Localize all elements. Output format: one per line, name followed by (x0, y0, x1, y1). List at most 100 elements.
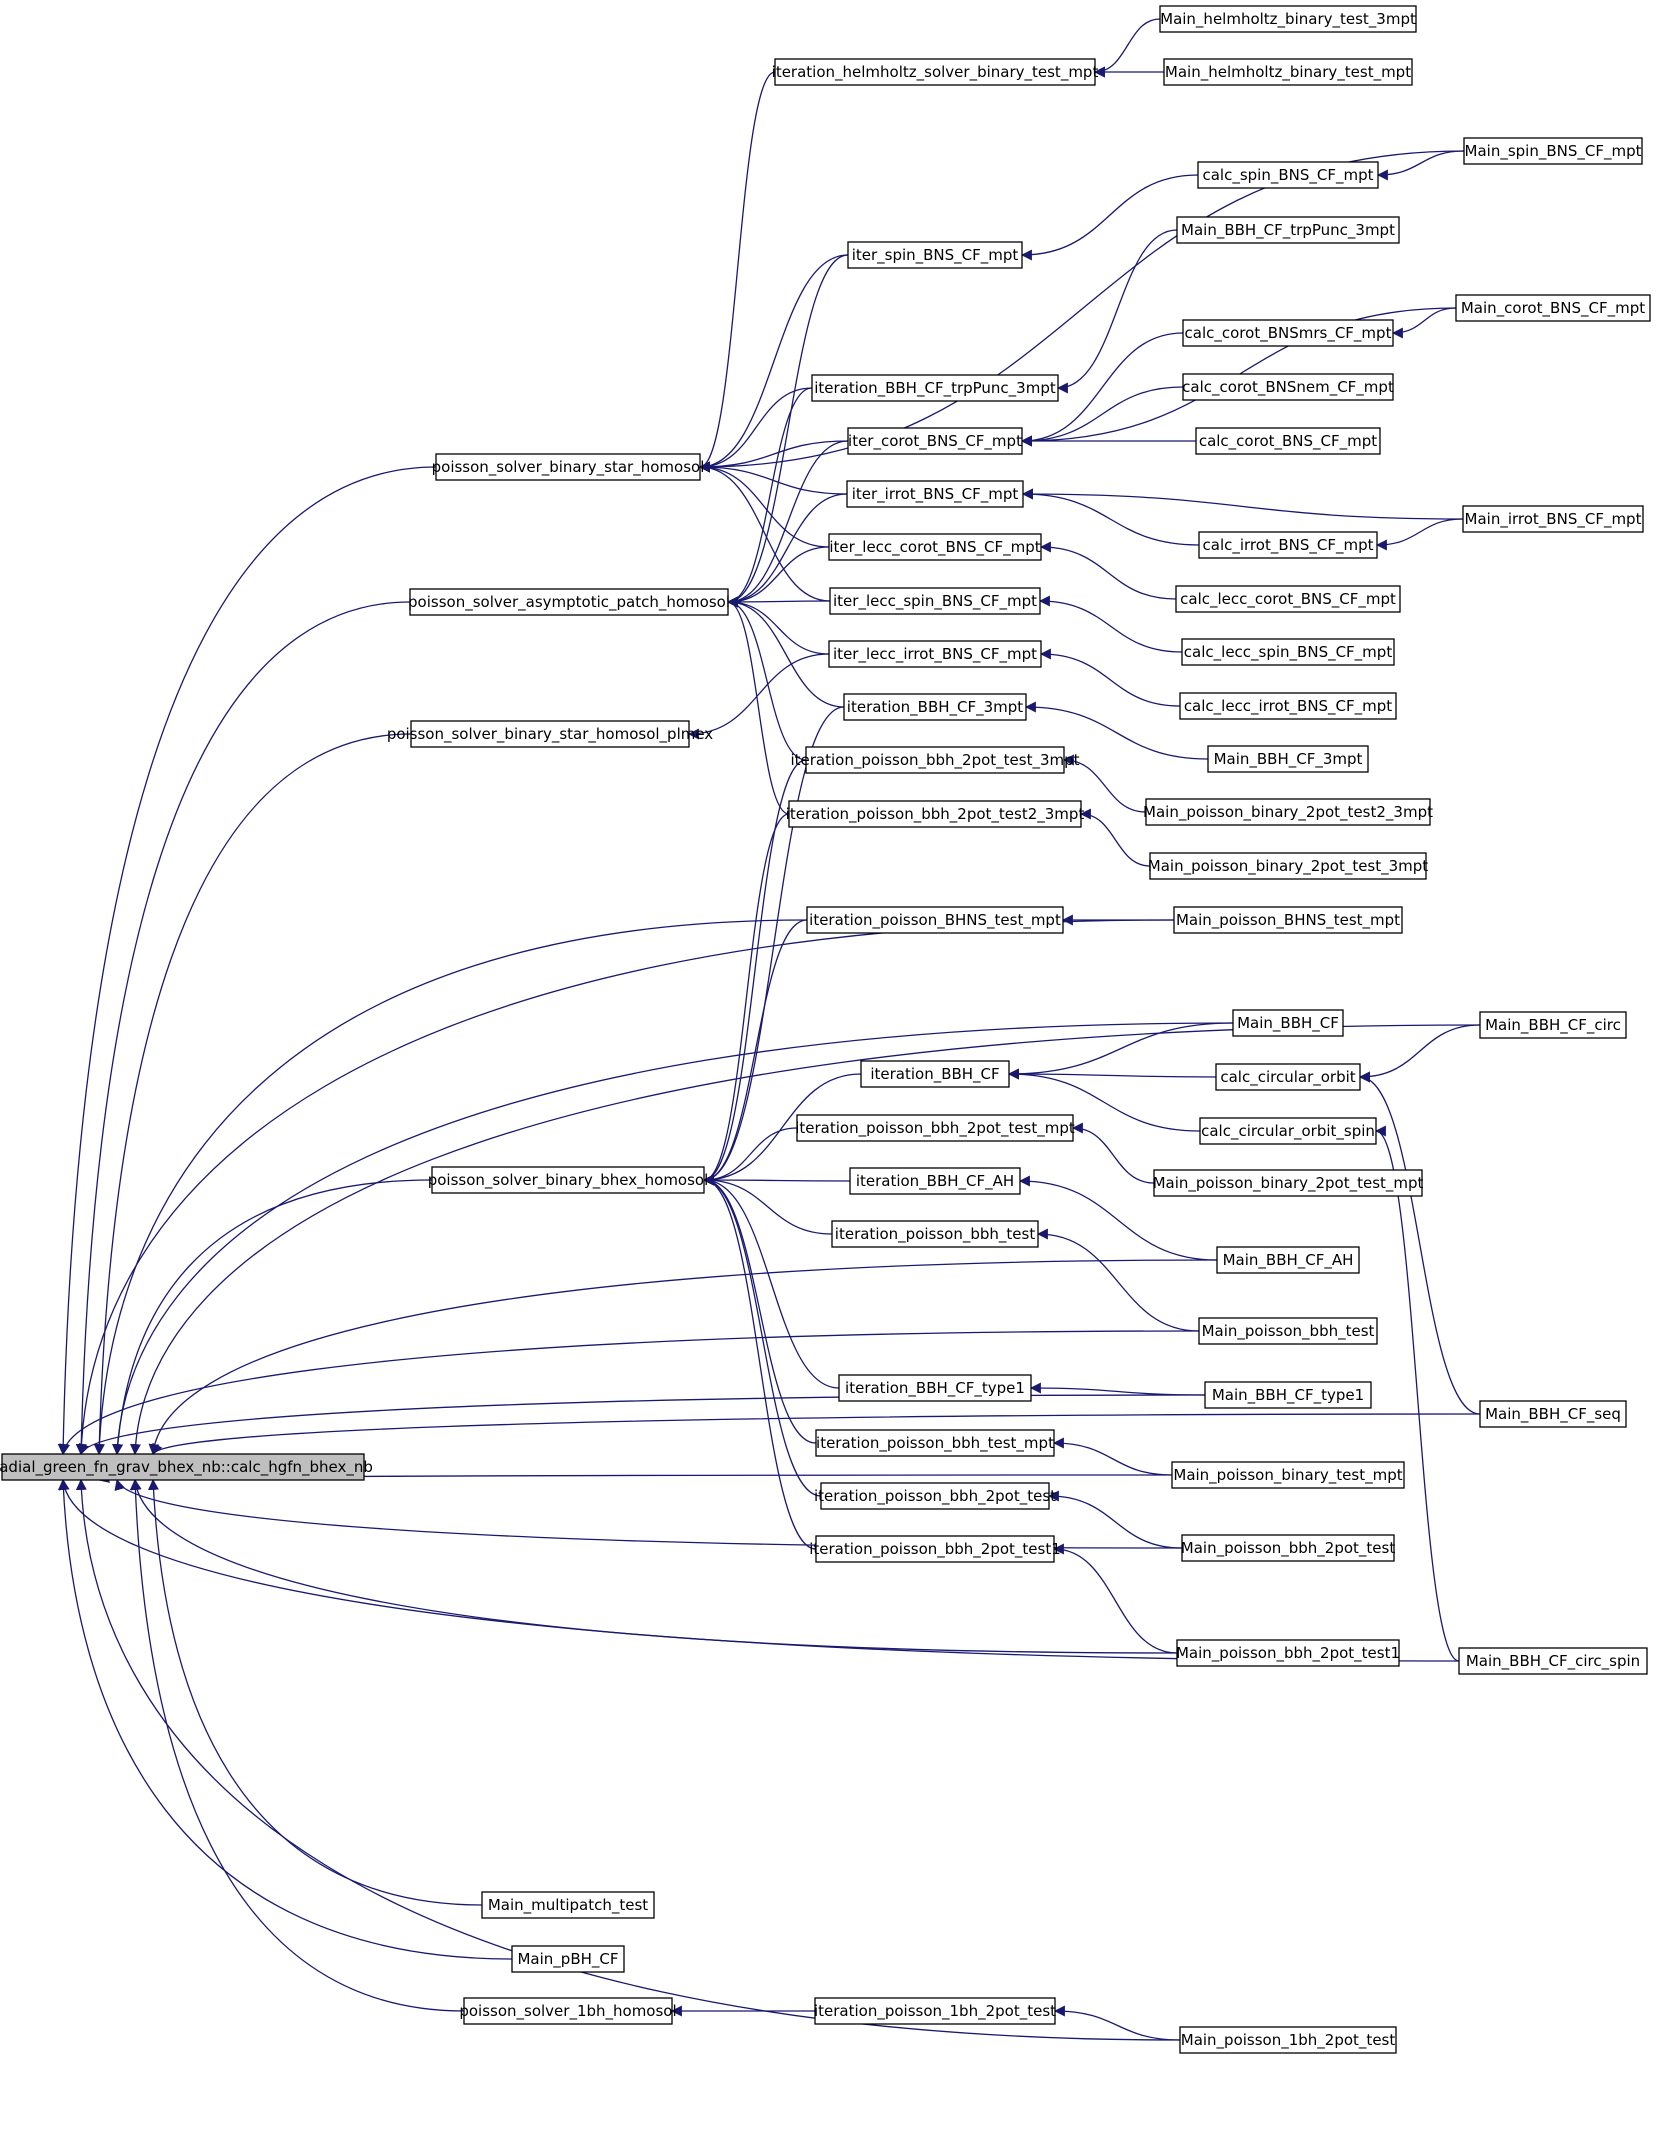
function-node-ibbh[interactable]: iteration_BBH_CF (860, 1060, 1010, 1088)
call-edge-ibhns-to-pbbh (702, 919, 808, 1186)
call-edge-ihelm-to-pbsh (698, 71, 776, 473)
function-node-ibhns[interactable]: iteration_poisson_BHNS_test_mpt (806, 906, 1064, 934)
function-node-ipbt[interactable]: iteration_poisson_bbh_test (831, 1220, 1039, 1248)
node-box (1182, 319, 1394, 347)
call-edge-mseq-to-ccirc (1358, 1071, 1481, 1415)
function-node-mpb2t[interactable]: Main_poisson_bbh_2pot_test (1181, 1534, 1396, 1562)
function-node-ilspin[interactable]: iter_lecc_spin_BNS_CF_mpt (829, 587, 1041, 615)
node-label: iteration_BBH_CF_trpPunc_3mpt (814, 379, 1056, 398)
function-node-ipb2t3[interactable]: iteration_poisson_bbh_2pot_test_3mpt (790, 746, 1080, 774)
function-node-ibbh3[interactable]: iteration_BBH_CF_3mpt (843, 693, 1027, 721)
function-node-mp1bh[interactable]: Main_poisson_1bh_2pot_test (1179, 2026, 1397, 2054)
function-node-itrp[interactable]: iteration_BBH_CF_trpPunc_3mpt (811, 374, 1059, 402)
function-node-ccircs[interactable]: calc_circular_orbit_spin (1199, 1117, 1377, 1145)
function-node-mpb2t23[interactable]: Main_poisson_binary_2pot_test2_3mpt (1143, 798, 1433, 826)
function-node-cirrot[interactable]: calc_irrot_BNS_CF_mpt (1198, 531, 1378, 559)
node-label: poisson_solver_1bh_homosol (459, 2002, 676, 2021)
function-node-mbbh[interactable]: Main_BBH_CF (1232, 1009, 1344, 1037)
function-node-mcirc[interactable]: Main_BBH_CF_circ (1479, 1011, 1627, 1039)
function-node-clirrot[interactable]: calc_lecc_irrot_BNS_CF_mpt (1179, 692, 1397, 720)
function-node-papsh[interactable]: poisson_solver_asymptotic_patch_homosol (408, 588, 730, 616)
call-edge-mpb2t-to-ipb2t (1047, 1490, 1183, 1549)
node-label: Main_poisson_binary_test_mpt (1173, 1466, 1402, 1485)
node-label: Main_corot_BNS_CF_mpt (1461, 299, 1645, 318)
function-node-cbnsnem[interactable]: calc_corot_BNSnem_CF_mpt (1182, 373, 1394, 401)
function-node-mbbht1[interactable]: Main_BBH_CF_type1 (1204, 1381, 1372, 1409)
function-node-ip1bh[interactable]: iteration_poisson_1bh_2pot_test (814, 1997, 1056, 2025)
function-node-mpbtm[interactable]: Main_poisson_binary_test_mpt (1171, 1461, 1405, 1489)
function-node-iirrot[interactable]: iter_irrot_BNS_CF_mpt (846, 480, 1024, 508)
function-node-mtrp[interactable]: Main_BBH_CF_trpPunc_3mpt (1176, 216, 1400, 244)
function-node-pbbh[interactable]: poisson_solver_binary_bhex_homosol (428, 1166, 709, 1194)
function-node-mbbh3[interactable]: Main_BBH_CF_3mpt (1207, 745, 1369, 773)
node-label: calc_lecc_spin_BNS_CF_mpt (1184, 643, 1393, 662)
function-node-pbsh[interactable]: poisson_solver_binary_star_homosol (432, 453, 705, 481)
function-node-mpbh[interactable]: Main_pBH_CF (511, 1945, 625, 1973)
function-node-root[interactable]: radial_green_fn_grav_bhex_nb::calc_hgfn_… (0, 1453, 373, 1481)
function-node-mcircs[interactable]: Main_BBH_CF_circ_spin (1458, 1647, 1648, 1675)
call-edge-ilspin-to-papsh (726, 596, 831, 608)
node-label: iteration_poisson_BHNS_test_mpt (809, 911, 1061, 930)
call-edge-mcirc-to-ccirc (1358, 1024, 1481, 1083)
function-node-mseq[interactable]: Main_BBH_CF_seq (1479, 1400, 1627, 1428)
function-node-mpb2tm[interactable]: Main_poisson_binary_2pot_test_mpt (1153, 1169, 1424, 1197)
node-label: Main_BBH_CF_circ (1485, 1016, 1621, 1035)
function-node-ipb2tm[interactable]: iteration_poisson_bbh_2pot_test_mpt (795, 1114, 1075, 1142)
node-box (1159, 5, 1417, 33)
function-node-ipb2t1[interactable]: iteration_poisson_bbh_2pot_test1 (809, 1535, 1061, 1563)
function-node-ipbtm[interactable]: iteration_poisson_bbh_test_mpt (815, 1429, 1055, 1457)
node-box (829, 587, 1041, 615)
node-box (463, 1997, 673, 2025)
function-node-mpbt[interactable]: Main_poisson_bbh_test (1198, 1317, 1378, 1345)
function-node-ihelm[interactable]: iteration_helmholtz_solver_binary_test_m… (772, 58, 1099, 86)
node-label: Main_poisson_binary_2pot_test2_3mpt (1143, 803, 1433, 822)
node-label: iter_irrot_BNS_CF_mpt (852, 485, 1019, 504)
node-label: calc_corot_BNSnem_CF_mpt (1182, 378, 1394, 397)
function-node-mpb2t3[interactable]: Main_poisson_binary_2pot_test_3mpt (1148, 852, 1429, 880)
function-node-mh[interactable]: Main_helmholtz_binary_test_mpt (1163, 58, 1413, 86)
function-node-ibbht1[interactable]: iteration_BBH_CF_type1 (838, 1374, 1032, 1402)
node-label: Main_spin_BNS_CF_mpt (1465, 142, 1642, 161)
function-node-mpb2t1[interactable]: Main_poisson_bbh_2pot_test1 (1176, 1639, 1400, 1667)
call-edge-ipb2tm-to-pbbh (702, 1127, 798, 1186)
function-node-cbnsmrs[interactable]: calc_corot_BNSmrs_CF_mpt (1182, 319, 1394, 347)
function-node-mh3[interactable]: Main_helmholtz_binary_test_3mpt (1159, 5, 1417, 33)
function-node-ccorot[interactable]: calc_corot_BNS_CF_mpt (1195, 427, 1381, 455)
node-label: Main_poisson_binary_2pot_test_mpt (1153, 1174, 1424, 1193)
function-node-cspin[interactable]: calc_spin_BNS_CF_mpt (1197, 161, 1379, 189)
node-label: iteration_BBH_CF_AH (856, 1172, 1014, 1191)
node-label: iteration_poisson_bbh_2pot_test_3mpt (790, 751, 1079, 770)
call-edge-mseq-to-root (152, 1413, 1481, 1455)
function-node-ipb2t23[interactable]: iteration_poisson_bbh_2pot_test2_3mpt (786, 800, 1085, 828)
node-label: Main_BBH_CF (1237, 1014, 1339, 1033)
node-box (1163, 58, 1413, 86)
function-node-pbshp[interactable]: poisson_solver_binary_star_homosol_plmex (387, 720, 713, 748)
node-label: radial_green_fn_grav_bhex_nb::calc_hgfn_… (0, 1458, 373, 1477)
node-label: iter_corot_BNS_CF_mpt (848, 432, 1022, 451)
function-node-ccirc[interactable]: calc_circular_orbit (1215, 1063, 1361, 1091)
node-label: poisson_solver_binary_star_homosol_plmex (387, 725, 713, 744)
function-node-ibbhah[interactable]: iteration_BBH_CF_AH (849, 1167, 1021, 1195)
function-node-clspin[interactable]: calc_lecc_spin_BNS_CF_mpt (1181, 638, 1395, 666)
node-label: calc_circular_orbit_spin (1201, 1122, 1375, 1141)
function-node-ilcorot[interactable]: iter_lecc_corot_BNS_CF_mpt (828, 533, 1042, 561)
call-edge-ipb2t1-to-pbbh (702, 1174, 817, 1550)
function-node-ispin[interactable]: iter_spin_BNS_CF_mpt (847, 241, 1023, 269)
function-node-mcorot[interactable]: Main_corot_BNS_CF_mpt (1455, 294, 1651, 322)
function-node-mirrot[interactable]: Main_irrot_BNS_CF_mpt (1462, 505, 1644, 533)
node-box (410, 720, 690, 748)
call-edge-ispin-to-pbsh (698, 254, 849, 473)
function-node-icorot[interactable]: iter_corot_BNS_CF_mpt (847, 427, 1023, 455)
function-node-clcorot[interactable]: calc_lecc_corot_BNS_CF_mpt (1175, 585, 1401, 613)
function-node-mmpt[interactable]: Main_multipatch_test (481, 1891, 655, 1919)
function-node-p1bh[interactable]: poisson_solver_1bh_homosol (459, 1997, 677, 2025)
function-node-ilirrot[interactable]: iter_lecc_irrot_BNS_CF_mpt (828, 640, 1042, 668)
function-node-mbbhah[interactable]: Main_BBH_CF_AH (1216, 1246, 1360, 1274)
call-edge-mpbh-to-root (57, 1478, 513, 1960)
node-label: Main_BBH_CF_seq (1485, 1405, 1621, 1424)
function-node-mbhns[interactable]: Main_poisson_BHNS_test_mpt (1173, 906, 1403, 934)
node-box (1207, 745, 1369, 773)
function-node-ipb2t[interactable]: iteration_poisson_bbh_2pot_test (814, 1482, 1056, 1510)
function-node-mspin[interactable]: Main_spin_BNS_CF_mpt (1463, 137, 1643, 165)
node-label: Main_BBH_CF_3mpt (1214, 750, 1363, 769)
